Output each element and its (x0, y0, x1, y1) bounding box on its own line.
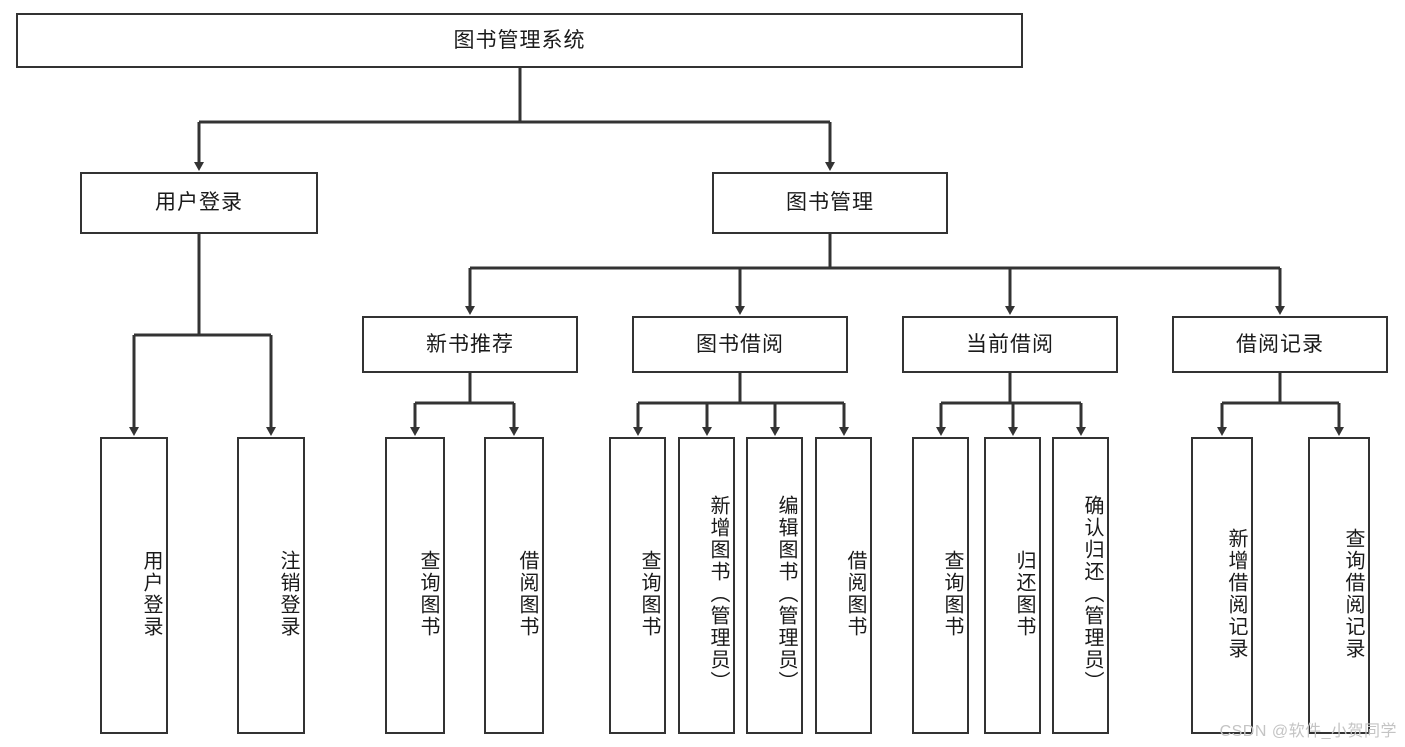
leaf-lend-edit-book[interactable]: 编辑图书（管理员） (746, 437, 803, 734)
leaf-lend-add-book-label: 新增图书（管理员） (707, 494, 729, 693)
watermark: CSDN @软件_小贺同学 (1219, 723, 1397, 740)
leaf-current-return-book-label: 归还图书 (1013, 549, 1035, 638)
leaf-current-confirm-return-label: 确认归还（管理员） (1081, 494, 1103, 693)
node-book-management-label: 图书管理 (786, 191, 874, 215)
node-new-book-recommend-label: 新书推荐 (426, 332, 514, 356)
leaf-current-return-book[interactable]: 归还图书 (984, 437, 1041, 734)
leaf-lend-borrow-book[interactable]: 借阅图书 (815, 437, 872, 734)
node-borrow-record[interactable]: 借阅记录 (1172, 316, 1388, 373)
leaf-lend-add-book[interactable]: 新增图书（管理员） (678, 437, 735, 734)
leaf-new-borrow-book-label: 借阅图书 (516, 549, 538, 638)
leaf-record-query-label: 查询借阅记录 (1342, 527, 1364, 660)
leaf-user-login-label: 用户登录 (140, 549, 162, 638)
node-new-book-recommend[interactable]: 新书推荐 (362, 316, 578, 373)
node-root[interactable]: 图书管理系统 (16, 13, 1023, 68)
leaf-record-query[interactable]: 查询借阅记录 (1308, 437, 1370, 734)
leaf-current-query-book[interactable]: 查询图书 (912, 437, 969, 734)
node-book-borrow-label: 图书借阅 (696, 332, 784, 356)
leaf-user-logout-label: 注销登录 (277, 549, 299, 638)
leaf-lend-query-book[interactable]: 查询图书 (609, 437, 666, 734)
leaf-new-query-book-label: 查询图书 (417, 549, 439, 638)
node-user-login-label: 用户登录 (155, 191, 243, 215)
leaf-lend-borrow-book-label: 借阅图书 (844, 549, 866, 638)
leaf-user-login[interactable]: 用户登录 (100, 437, 168, 734)
leaf-new-borrow-book[interactable]: 借阅图书 (484, 437, 544, 734)
leaf-new-query-book[interactable]: 查询图书 (385, 437, 445, 734)
leaf-current-query-book-label: 查询图书 (941, 549, 963, 638)
leaf-record-add-label: 新增借阅记录 (1225, 527, 1247, 660)
leaf-current-confirm-return[interactable]: 确认归还（管理员） (1052, 437, 1109, 734)
node-user-login[interactable]: 用户登录 (80, 172, 318, 234)
node-borrow-record-label: 借阅记录 (1236, 332, 1324, 356)
node-book-borrow[interactable]: 图书借阅 (632, 316, 848, 373)
node-book-management[interactable]: 图书管理 (712, 172, 948, 234)
leaf-user-logout[interactable]: 注销登录 (237, 437, 305, 734)
leaf-lend-query-book-label: 查询图书 (638, 549, 660, 638)
node-root-label: 图书管理系统 (453, 28, 586, 52)
node-current-borrow-label: 当前借阅 (966, 332, 1054, 356)
leaf-lend-edit-book-label: 编辑图书（管理员） (775, 494, 797, 693)
node-current-borrow[interactable]: 当前借阅 (902, 316, 1118, 373)
leaf-record-add[interactable]: 新增借阅记录 (1191, 437, 1253, 734)
